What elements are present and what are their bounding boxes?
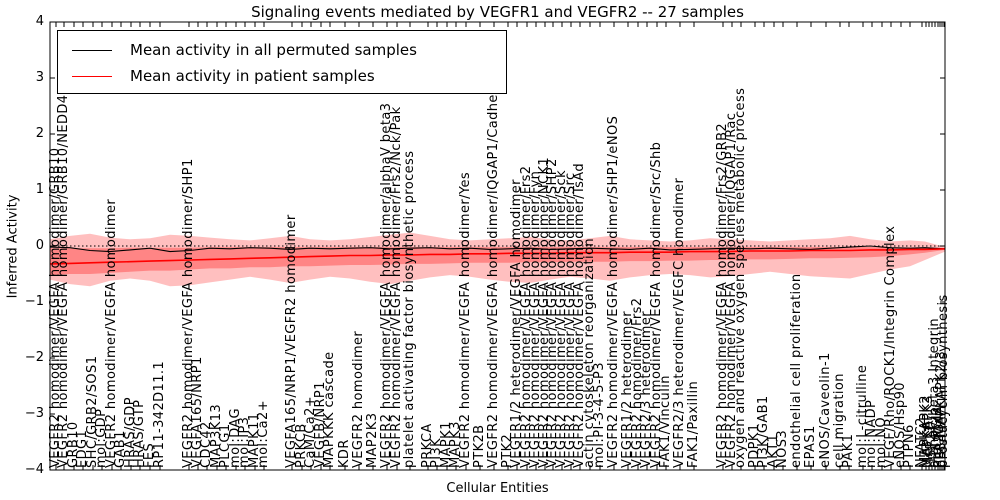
entity-label: prostacyclin biosynthesis — [936, 294, 951, 468]
entity-label: platelet activating factor biosynthetic … — [402, 150, 417, 468]
y-tick-label: −4 — [24, 462, 44, 477]
entity-label: endothelial cell proliferation — [789, 273, 804, 469]
chart-title: Signaling events mediated by VEGFR1 and … — [251, 3, 744, 21]
entity-label: RP11-342D11.1 — [152, 360, 167, 468]
entity-label: KDR — [337, 439, 352, 468]
legend: Mean activity in all permuted samples Me… — [57, 30, 507, 94]
legend-label-permuted: Mean activity in all permuted samples — [130, 41, 417, 59]
entity-label: MAP2K3 — [365, 412, 380, 468]
permuted-mean-line — [49, 245, 946, 253]
y-tick-label: 4 — [35, 14, 44, 29]
y-tick-label: −2 — [24, 350, 44, 365]
entity-label: VEGFR2 homodimer/VEGFA homodimer — [104, 198, 119, 468]
entity-label: VEGFR2 homodimer/VEGFA homodimer/IQGAP1/… — [486, 62, 501, 468]
y-tick-label: −1 — [24, 294, 44, 309]
entity-label: VEGFR2 homodimer/VEGFA homodimer/Yes — [458, 171, 473, 468]
legend-item-permuted: Mean activity in all permuted samples — [58, 37, 417, 63]
entity-label: VEGFR2/3 heterodimer/VEGFC homodimer — [672, 177, 687, 468]
y-tick-label: 1 — [35, 182, 44, 197]
y-tick-label: 2 — [35, 126, 44, 141]
entity-label: FAK1/Vinculin — [658, 375, 673, 468]
y-tick-label: 3 — [35, 70, 44, 85]
entity-label: NOS3 — [775, 429, 790, 468]
entity-label: FAK1/Paxillin — [686, 380, 701, 468]
y-tick-label: 0 — [35, 238, 44, 253]
legend-label-patient: Mean activity in patient samples — [130, 67, 375, 85]
x-axis-label: Cellular Entities — [446, 481, 549, 496]
entity-label: mol:Ca2+ — [256, 399, 271, 468]
entity-label: MAPKKK cascade — [322, 351, 337, 468]
entity-label: VEGFR2 homodimer/VEGFA homodimer/GRB10/N… — [56, 94, 71, 468]
patient-activity-inner-band — [50, 247, 945, 276]
legend-item-patient: Mean activity in patient samples — [58, 63, 375, 89]
patient-line-swatch — [72, 75, 112, 77]
patient-mean-line — [49, 248, 946, 265]
permuted-line-swatch — [72, 49, 112, 51]
patient-activity-outer-band — [50, 232, 945, 287]
entity-label: eNOS/Caveolin-1 — [818, 352, 833, 468]
entity-label: EPAS1 — [803, 425, 818, 468]
entity-label: VEGFR2 homodimer/VEGFA homodimer/SHP1/eN… — [606, 115, 621, 468]
entity-label: VEGFR2 homodimer — [351, 330, 366, 468]
entity-label: PTK2B — [472, 424, 487, 469]
y-tick-label: −3 — [24, 406, 44, 421]
entity-label: mol:PI-3-4-5-P3 — [592, 362, 607, 468]
entity-label: oxygen and reactive oxygen species metab… — [733, 87, 748, 468]
entity-label: PAK1 — [841, 433, 856, 468]
